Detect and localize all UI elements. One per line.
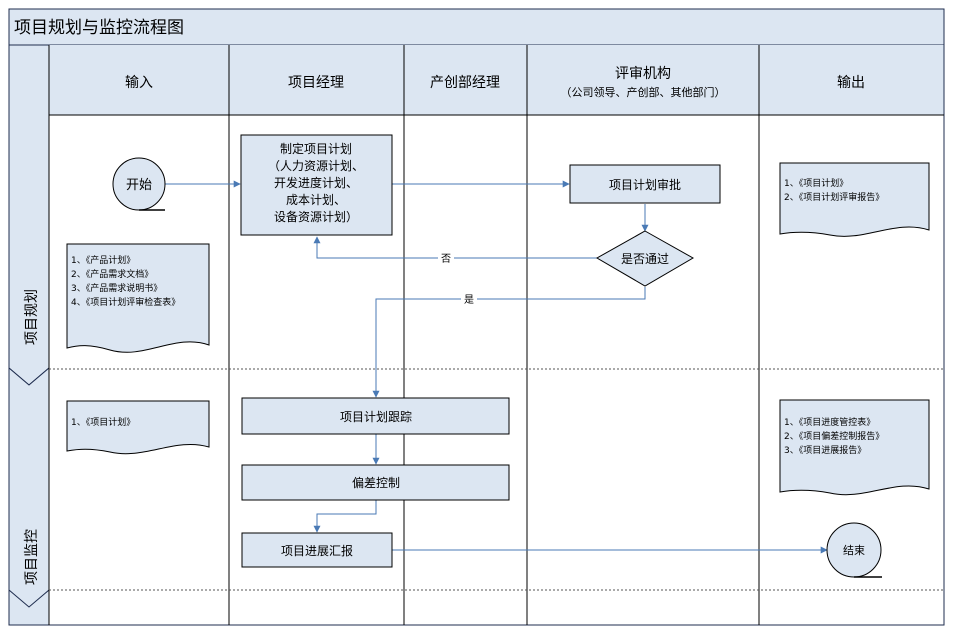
process-plan-approval [569, 164, 721, 204]
document-input-planning [66, 243, 210, 353]
decision-approved [595, 230, 695, 287]
phase-label-monitoring: 项目监控 [24, 529, 40, 585]
document-output-planning [779, 162, 930, 237]
column-header-review: 评审机构 [615, 66, 671, 82]
process-deviation-control [241, 464, 510, 501]
decision-approved-label: 是否通过 [621, 252, 669, 266]
process-make-plan-line: （人力资源计划、 [268, 159, 364, 173]
document-line: 1、《项目计划》 [784, 177, 848, 189]
process-progress-report [241, 532, 393, 568]
column-header-prod-manager: 产创部经理 [430, 75, 500, 91]
edge-label-no: 否 [441, 253, 451, 265]
column-header-output: 输出 [837, 75, 865, 91]
edge-label-bg [438, 250, 454, 264]
connector-deviation-to-report [313, 500, 377, 533]
process-deviation-control-label: 偏差控制 [352, 475, 400, 490]
connector-decision-yes [372, 287, 646, 398]
end-node-label: 结束 [843, 544, 865, 557]
document-line: 3、《项目进展报告》 [784, 444, 866, 456]
edge-label-bg [461, 291, 477, 305]
process-progress-report-label: 项目进展汇报 [281, 543, 353, 558]
diagram-title: 项目规划与监控流程图 [14, 18, 184, 38]
connector-decision-no [313, 236, 597, 259]
column-header-input: 输入 [125, 75, 153, 91]
document-line: 3、《产品需求说明书》 [71, 282, 162, 294]
title-bar [8, 8, 945, 46]
document-line: 1、《项目进度管控表》 [784, 416, 875, 428]
document-line: 1、《项目计划》 [71, 416, 135, 428]
process-plan-tracking [241, 397, 510, 435]
phase-label-planning: 项目规划 [24, 289, 40, 345]
process-plan-tracking-label: 项目计划跟踪 [340, 410, 412, 424]
edge-label-yes: 是 [464, 294, 474, 306]
process-make-plan [240, 134, 393, 236]
document-input-monitoring [66, 400, 210, 455]
process-make-plan-line: 成本计划、 [286, 193, 346, 207]
start-node-label: 开始 [126, 178, 152, 193]
column-header-pm: 项目经理 [288, 75, 344, 91]
document-line: 2、《产品需求文档》 [71, 268, 153, 280]
process-make-plan-line: 制定项目计划 [280, 141, 352, 156]
document-output-monitoring [779, 399, 930, 496]
process-plan-approval-label: 项目计划审批 [609, 177, 681, 192]
outer-frame [8, 8, 945, 626]
process-make-plan-line: 开发进度计划、 [274, 175, 358, 190]
document-line: 1、《产品计划》 [71, 254, 135, 266]
column-header-band [49, 45, 944, 115]
document-line: 2、《项目偏差控制报告》 [784, 430, 884, 442]
column-header-review-sub: （公司领导、产创部、其他部门） [561, 85, 726, 99]
document-line: 4、《项目计划评审检查表》 [71, 296, 180, 308]
document-line: 2、《项目计划评审报告》 [784, 191, 884, 203]
process-make-plan-line: 设备资源计划） [274, 210, 358, 224]
